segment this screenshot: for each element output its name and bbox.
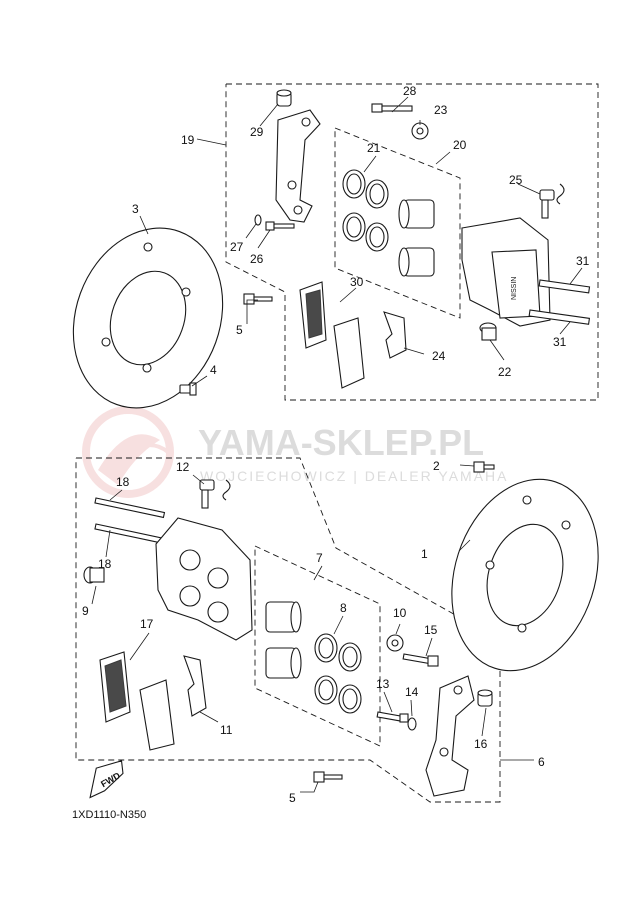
bleeder-screw-25	[539, 183, 565, 219]
bolt-28	[371, 103, 413, 113]
pistons-lower	[265, 601, 302, 679]
pad-spring-11	[183, 655, 207, 717]
callout-30: 30	[350, 275, 364, 289]
brake-disc-lower	[451, 478, 599, 672]
callout-24: 24	[432, 349, 446, 363]
bolt-13	[376, 711, 409, 723]
callout-31-upper: 31	[576, 254, 590, 268]
callout-10: 10	[393, 606, 407, 620]
disc-bolt-2	[473, 461, 495, 473]
watermark: YAMA-SKLEP.PL WOJCIECHOWICZ | DEALER YAM…	[82, 406, 508, 498]
callout-23: 23	[434, 103, 448, 117]
bushing-16	[477, 689, 493, 707]
disc-bolt-4	[179, 382, 197, 396]
callouts: 3 4 5 19 29 28 23 20 21 25 27 26 30 24 2…	[82, 84, 590, 805]
guide-22	[479, 322, 497, 341]
watermark-logo	[82, 406, 174, 498]
callout-17: 17	[140, 617, 154, 631]
caliper-bracket-lower	[425, 675, 475, 797]
pistons-upper	[398, 199, 435, 277]
callout-22: 22	[498, 365, 512, 379]
callout-29: 29	[250, 125, 264, 139]
bolt-5-upper	[243, 293, 273, 305]
callout-27: 27	[230, 240, 244, 254]
callout-18-upper: 18	[116, 475, 130, 489]
callout-15: 15	[424, 623, 438, 637]
bolt-5-lower	[313, 771, 343, 783]
callout-12: 12	[176, 460, 190, 474]
callout-19: 19	[181, 133, 195, 147]
group-outline-20	[334, 127, 461, 319]
callout-21: 21	[367, 141, 381, 155]
bleeder-screw-12	[199, 479, 231, 509]
bolt-26	[265, 221, 295, 231]
callout-5-upper: 5	[236, 323, 243, 337]
watermark-sub-text: WOJCIECHOWICZ | DEALER YAMAHA	[200, 468, 508, 484]
bushing-29	[276, 89, 292, 107]
group-outline-lower	[75, 457, 501, 803]
bolt-15	[402, 653, 439, 667]
diagram-code: 1XD1110-N350	[72, 809, 146, 821]
callout-28: 28	[403, 84, 417, 98]
callout-1: 1	[421, 547, 428, 561]
caliper-bracket-upper	[275, 109, 321, 223]
callout-11: 11	[220, 723, 233, 737]
callout-5-lower: 5	[289, 791, 296, 805]
callout-2: 2	[433, 459, 440, 473]
brake-pads-30	[299, 281, 365, 389]
callout-7: 7	[316, 551, 323, 565]
caliper-body-upper: NISSIN	[461, 217, 551, 327]
callout-9: 9	[82, 604, 89, 618]
piston-seals-21	[342, 169, 389, 252]
piston-seals-8	[314, 633, 362, 714]
washer-27	[254, 214, 262, 226]
pins-31	[528, 279, 591, 325]
callout-31-lower: 31	[553, 335, 567, 349]
callout-13: 13	[376, 677, 390, 691]
brake-disc-upper	[72, 227, 224, 409]
callout-3: 3	[132, 202, 139, 216]
pad-spring-24	[383, 311, 407, 359]
group-outline-19	[225, 83, 599, 401]
washer-14	[407, 717, 417, 731]
callout-14: 14	[405, 685, 419, 699]
callout-16: 16	[474, 737, 488, 751]
group-outline-7	[254, 545, 381, 747]
cap-10	[386, 634, 404, 652]
leader-lines	[91, 96, 583, 793]
cap-23	[411, 122, 429, 140]
callout-6: 6	[538, 755, 545, 769]
caliper-body-lower	[155, 517, 253, 641]
watermark-main-text: YAMA-SKLEP.PL	[198, 422, 484, 463]
brake-pads-17	[99, 651, 175, 751]
callout-20: 20	[453, 138, 467, 152]
guide-9	[83, 566, 105, 584]
callout-25: 25	[509, 173, 523, 187]
callout-18-lower: 18	[98, 557, 112, 571]
caliper-brand-text: NISSIN	[511, 277, 518, 300]
callout-8: 8	[340, 601, 347, 615]
callout-26: 26	[250, 252, 264, 266]
forward-direction-arrow: FWD	[89, 760, 124, 799]
pins-18	[94, 497, 166, 545]
callout-4: 4	[210, 363, 217, 377]
